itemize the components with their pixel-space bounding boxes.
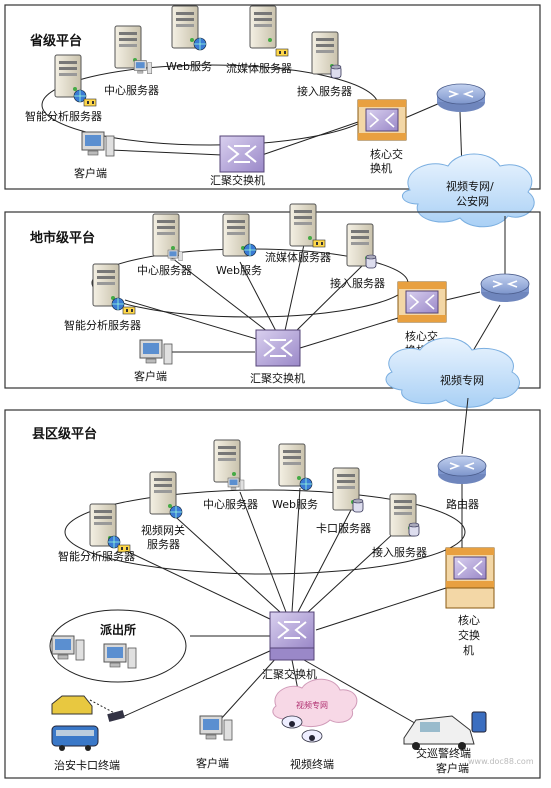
city-center-server-label: 中心服务器 bbox=[137, 264, 192, 277]
provincial-panel bbox=[4, 4, 541, 190]
city-web-server[interactable] bbox=[222, 213, 257, 257]
county-police-station[interactable] bbox=[49, 609, 187, 683]
county-patrol-terminal[interactable] bbox=[403, 711, 487, 750]
county-checkpoint-server[interactable] bbox=[332, 467, 364, 513]
provincial-router[interactable] bbox=[436, 83, 486, 113]
county-core-switch-label-2: 交换 bbox=[458, 628, 480, 642]
provincial-center-server[interactable] bbox=[114, 25, 153, 74]
county-center-server-label: 中心服务器 bbox=[203, 498, 258, 511]
county-client[interactable] bbox=[199, 715, 233, 741]
county-patrol-terminal-label-2: 客户端 bbox=[436, 761, 469, 775]
county-video-net-small-label: 视频专网 bbox=[296, 700, 328, 710]
county-checkpoint-server-label: 卡口服务器 bbox=[316, 522, 371, 535]
provincial-client[interactable] bbox=[81, 131, 115, 157]
county-core-switch-label-3: 机 bbox=[463, 643, 474, 657]
provincial-cloud bbox=[402, 153, 535, 228]
city-agg-switch[interactable] bbox=[255, 329, 301, 367]
county-router[interactable] bbox=[437, 455, 487, 485]
county-analysis-server[interactable] bbox=[89, 503, 131, 553]
county-gateway-server[interactable] bbox=[149, 471, 183, 519]
provincial-media-server-label: 流媒体服务器 bbox=[226, 61, 292, 75]
city-analysis-server-label: 智能分析服务器 bbox=[64, 318, 141, 332]
county-web-server[interactable] bbox=[278, 443, 313, 491]
county-router-label: 路由器 bbox=[446, 497, 479, 511]
county-patrol-terminal-label-1: 交巡警终端 bbox=[416, 746, 471, 760]
watermark: www.doc88.com bbox=[468, 757, 534, 766]
county-video-terminal-label: 视频终端 bbox=[290, 757, 334, 771]
county-core-switch-label-1: 核心 bbox=[458, 613, 480, 627]
provincial-core-switch-label-2: 换机 bbox=[370, 161, 392, 175]
city-client-label: 客户端 bbox=[134, 369, 167, 383]
city-center-server[interactable] bbox=[152, 213, 183, 262]
provincial-center-server-label: 中心服务器 bbox=[104, 84, 159, 97]
provincial-title: 省级平台 bbox=[29, 33, 82, 49]
county-video-terminal[interactable] bbox=[272, 678, 358, 743]
county-security-terminal[interactable] bbox=[51, 695, 125, 751]
county-gateway-server-label-1: 视频网关 bbox=[141, 523, 185, 537]
city-media-server-label: 流媒体服务器 bbox=[265, 250, 331, 264]
county-agg-switch[interactable] bbox=[269, 611, 315, 661]
provincial-access-server-label: 接入服务器 bbox=[297, 85, 352, 98]
county-access-server[interactable] bbox=[389, 493, 420, 537]
city-analysis-server[interactable] bbox=[92, 263, 136, 315]
provincial-cloud-label-1: 视频专网/ bbox=[446, 179, 494, 193]
city-core-switch[interactable] bbox=[397, 281, 447, 323]
county-gateway-server-label-2: 服务器 bbox=[147, 538, 180, 551]
city-agg-switch-label: 汇聚交换机 bbox=[250, 371, 305, 385]
provincial-media-server[interactable] bbox=[249, 5, 289, 57]
county-access-server-label: 接入服务器 bbox=[372, 546, 427, 559]
city-access-server-label: 接入服务器 bbox=[330, 277, 385, 290]
county-title: 县区级平台 bbox=[32, 426, 97, 442]
city-access-server[interactable] bbox=[346, 223, 377, 269]
provincial-web-server[interactable] bbox=[171, 5, 207, 51]
county-panel bbox=[4, 409, 541, 779]
city-core-switch-label-1: 核心交 bbox=[405, 329, 438, 343]
provincial-agg-switch-label: 汇聚交换机 bbox=[210, 173, 265, 187]
city-web-server-label: Web服务 bbox=[216, 264, 262, 277]
provincial-access-server[interactable] bbox=[311, 31, 342, 79]
county-core-switch[interactable] bbox=[445, 547, 495, 609]
city-client[interactable] bbox=[139, 339, 173, 365]
city-panel bbox=[4, 211, 541, 389]
county-police-station-label: 派出所 bbox=[100, 622, 136, 637]
city-cloud bbox=[385, 337, 520, 408]
provincial-client-label: 客户端 bbox=[74, 166, 107, 180]
provincial-agg-switch[interactable] bbox=[219, 135, 265, 173]
county-security-terminal-label: 治安卡口终端 bbox=[54, 758, 120, 772]
county-client-label: 客户端 bbox=[196, 756, 229, 770]
provincial-analysis-server-label: 智能分析服务器 bbox=[25, 109, 102, 123]
county-analysis-server-label: 智能分析服务器 bbox=[58, 549, 135, 563]
provincial-web-server-label: Web服务 bbox=[166, 60, 212, 73]
county-web-server-label: Web服务 bbox=[272, 498, 318, 511]
city-router[interactable] bbox=[480, 273, 530, 303]
provincial-core-switch[interactable] bbox=[357, 99, 407, 141]
provincial-cloud-label-2: 公安网 bbox=[456, 194, 489, 208]
county-agg-switch-label: 汇聚交换机 bbox=[262, 667, 317, 681]
county-links bbox=[64, 397, 469, 727]
provincial-analysis-server[interactable] bbox=[54, 54, 97, 107]
provincial-core-switch-label-1: 核心交 bbox=[370, 147, 403, 161]
city-media-server[interactable] bbox=[289, 203, 326, 248]
city-cloud-label: 视频专网 bbox=[440, 373, 484, 387]
city-title: 地市级平台 bbox=[30, 230, 95, 246]
county-center-server[interactable] bbox=[213, 439, 245, 491]
